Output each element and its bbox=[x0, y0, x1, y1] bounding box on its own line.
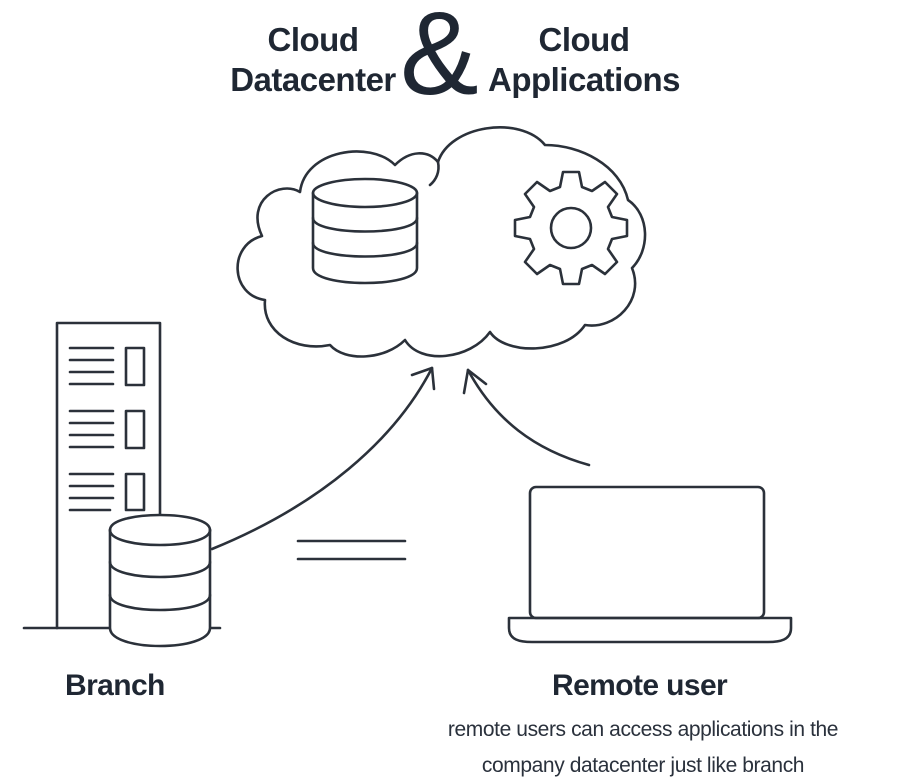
branch-label: Branch bbox=[65, 669, 165, 702]
building-window-3 bbox=[68, 472, 146, 512]
cloud-applications-title: Cloud Applications bbox=[486, 20, 682, 100]
cloud-inner-curve bbox=[428, 160, 440, 187]
remote-user-description: remote users can access applications in … bbox=[400, 712, 886, 784]
branch-building-icon bbox=[22, 321, 222, 630]
cloud-applications-title-line2: Applications bbox=[487, 61, 681, 98]
cloud-icon bbox=[236, 126, 647, 358]
building-window-2 bbox=[68, 409, 146, 450]
remote-user-label: Remote user bbox=[552, 669, 728, 702]
equals-sign bbox=[296, 539, 407, 561]
branch-to-cloud-arrow bbox=[210, 366, 436, 551]
cloud-datacenter-title-line2: Datacenter bbox=[230, 61, 396, 98]
building-window-1 bbox=[68, 346, 146, 387]
laptop-icon bbox=[507, 485, 793, 644]
ampersand-symbol: & bbox=[400, 0, 479, 120]
branch-database-icon bbox=[108, 513, 212, 648]
cloud-datacenter-title-line1: Cloud bbox=[267, 21, 359, 58]
remote-user-description-line1: remote users can access applications in … bbox=[447, 718, 839, 741]
cloud-database-icon bbox=[311, 177, 419, 285]
remote-user-description-line2: company datacenter just like branch bbox=[481, 754, 805, 777]
gear-icon bbox=[513, 170, 629, 286]
cloud-datacenter-title: Cloud Datacenter bbox=[228, 20, 398, 100]
remote-to-cloud-arrow bbox=[462, 368, 591, 467]
cloud-applications-title-line1: Cloud bbox=[538, 21, 630, 58]
